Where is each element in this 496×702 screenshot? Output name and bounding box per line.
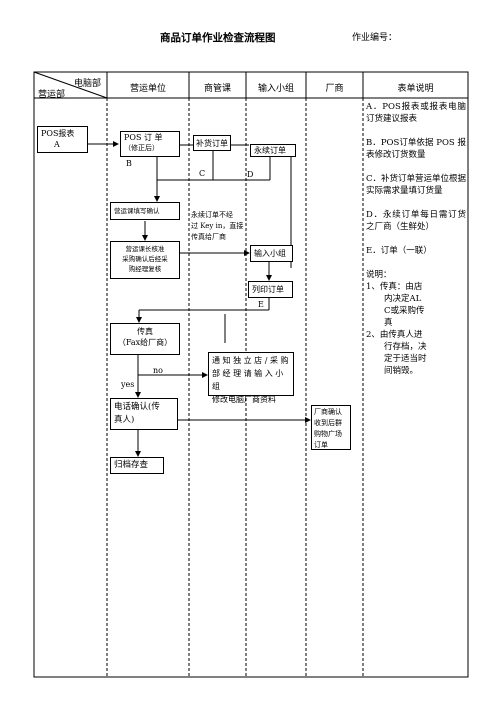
notify-line-2: 部 经 理 请 输 入 小 组	[212, 369, 284, 391]
perpetual-note-line-1: 永续订单不经	[191, 211, 233, 219]
fax-box: 传真 （Fax给厂商）	[110, 323, 180, 355]
notify-line-1: 通 知 独 立 店 / 采 购	[212, 356, 289, 365]
explain-1-line-4: 真	[384, 318, 393, 328]
corner-label-ops: 营运部	[38, 90, 66, 100]
label-no: no	[153, 366, 163, 375]
form-notes: A．POS报表或报表电脑订货建议报表 B．POS订单依据 POS 报表修改订货数…	[366, 101, 466, 377]
perpetual-note: 永续订单不经 过 Key in，直接 传真给厂商	[191, 210, 243, 243]
print-order-text: 列印订单	[252, 285, 284, 294]
phone-confirm-line-1: 电话确认(传	[114, 402, 160, 412]
explain-2-line-3: 定于适当时	[384, 354, 427, 364]
phone-confirm-box: 电话确认(传 真人)	[110, 398, 178, 430]
form-note-b: B．POS订单依据 POS 报表修改订货数量	[366, 138, 466, 160]
input-group-text: 输入小组	[254, 249, 286, 258]
notify-line-3: 修改电脑厂商资料	[212, 395, 276, 404]
manager-review-box: 营运课长核准 采购确认后经采 购经理复核	[110, 241, 180, 279]
manager-review-line-1: 营运课长核准	[125, 245, 165, 253]
label-e: E	[258, 300, 264, 309]
phone-confirm-line-2: 真人)	[114, 415, 135, 425]
pos-order-subtext: （修正后）	[124, 144, 159, 152]
column-header-input: 输入小组	[257, 84, 294, 94]
label-a: A	[54, 140, 60, 149]
form-note-c: C．补货订单营运单位根据实际需求量填订货量	[366, 174, 467, 196]
explain-2-line-1: 2、由传真人进	[366, 330, 423, 340]
label-c: C	[199, 169, 206, 178]
label-d: D	[247, 170, 254, 179]
pos-report-text: POS报表	[41, 129, 75, 138]
label-b: B	[126, 159, 132, 168]
explain-1-line-3: C或采购传	[384, 306, 425, 316]
form-note-e: E．订单（一联）	[366, 246, 432, 256]
replenish-order-box: 补货订单	[193, 135, 231, 151]
replenish-order-text: 补货订单	[196, 139, 228, 148]
fax-subtext: （Fax给厂商）	[117, 338, 173, 347]
page-title: 商品订单作业检查流程图	[160, 32, 276, 44]
ops-fill-confirm-box: 营运课填写确认	[110, 202, 180, 220]
column-header-ops-unit: 营运单位	[129, 84, 166, 94]
doc-number-label: 作业编号：	[352, 33, 398, 43]
perpetual-note-line-3: 传真给厂商	[191, 233, 226, 241]
form-note-d: D．永续订单每日需订货之厂商（生鲜处）	[366, 210, 466, 232]
column-header-merch: 商管课	[203, 84, 231, 94]
flow-connectors	[88, 141, 311, 457]
pos-order-box: POS 订 单 （修正后）	[120, 131, 180, 157]
label-yes: yes	[121, 380, 135, 389]
vendor-line-1: 厂商确认	[314, 408, 342, 416]
perpetual-order-text: 永续订单	[254, 146, 286, 155]
print-order-box: 列印订单	[248, 281, 293, 298]
archive-box: 归档存查	[110, 457, 164, 474]
explain-1-line-1: 1、传真：由店	[366, 282, 423, 292]
vendor-confirm-box: 厂商确认 收到后群 购物广场 订单	[311, 405, 351, 450]
input-group-box: 输入小组	[250, 245, 293, 262]
manager-review-line-3: 购经理复核	[128, 265, 162, 273]
vendor-line-4: 订单	[314, 441, 328, 449]
perpetual-order-box: 永续订单	[250, 144, 296, 157]
explain-2-line-2: 行存档，决	[384, 342, 427, 352]
explain-title: 说明：	[366, 270, 392, 280]
column-header-vendor: 厂商	[325, 84, 344, 94]
notify-box: 通 知 独 立 店 / 采 购 部 经 理 请 输 入 小 组 修改电脑厂商资料	[208, 352, 294, 404]
archive-text: 归档存查	[114, 460, 149, 470]
header-diagonal	[33, 71, 108, 99]
form-note-a: A．POS报表或报表电脑订货建议报表	[366, 102, 466, 124]
pos-order-text: POS 订 单	[124, 133, 163, 142]
column-header-form-notes: 表单说明	[397, 84, 434, 94]
pos-report-box: POS报表	[37, 126, 88, 153]
table-border	[33, 71, 469, 678]
vendor-line-3: 购物广场	[314, 430, 342, 438]
ops-fill-confirm-text: 营运课填写确认	[114, 207, 160, 215]
fax-text: 传真	[137, 327, 153, 336]
column-dividers	[106, 98, 364, 677]
corner-label-it: 电脑部	[74, 79, 102, 89]
vendor-line-2: 收到后群	[314, 419, 342, 427]
explain-1-line-2: 内决定AL	[384, 294, 422, 304]
explain-2-line-4: 间销毁。	[384, 366, 419, 376]
manager-review-line-2: 采购确认后经采	[122, 255, 168, 263]
perpetual-note-line-2: 过 Key in，直接	[191, 222, 244, 230]
